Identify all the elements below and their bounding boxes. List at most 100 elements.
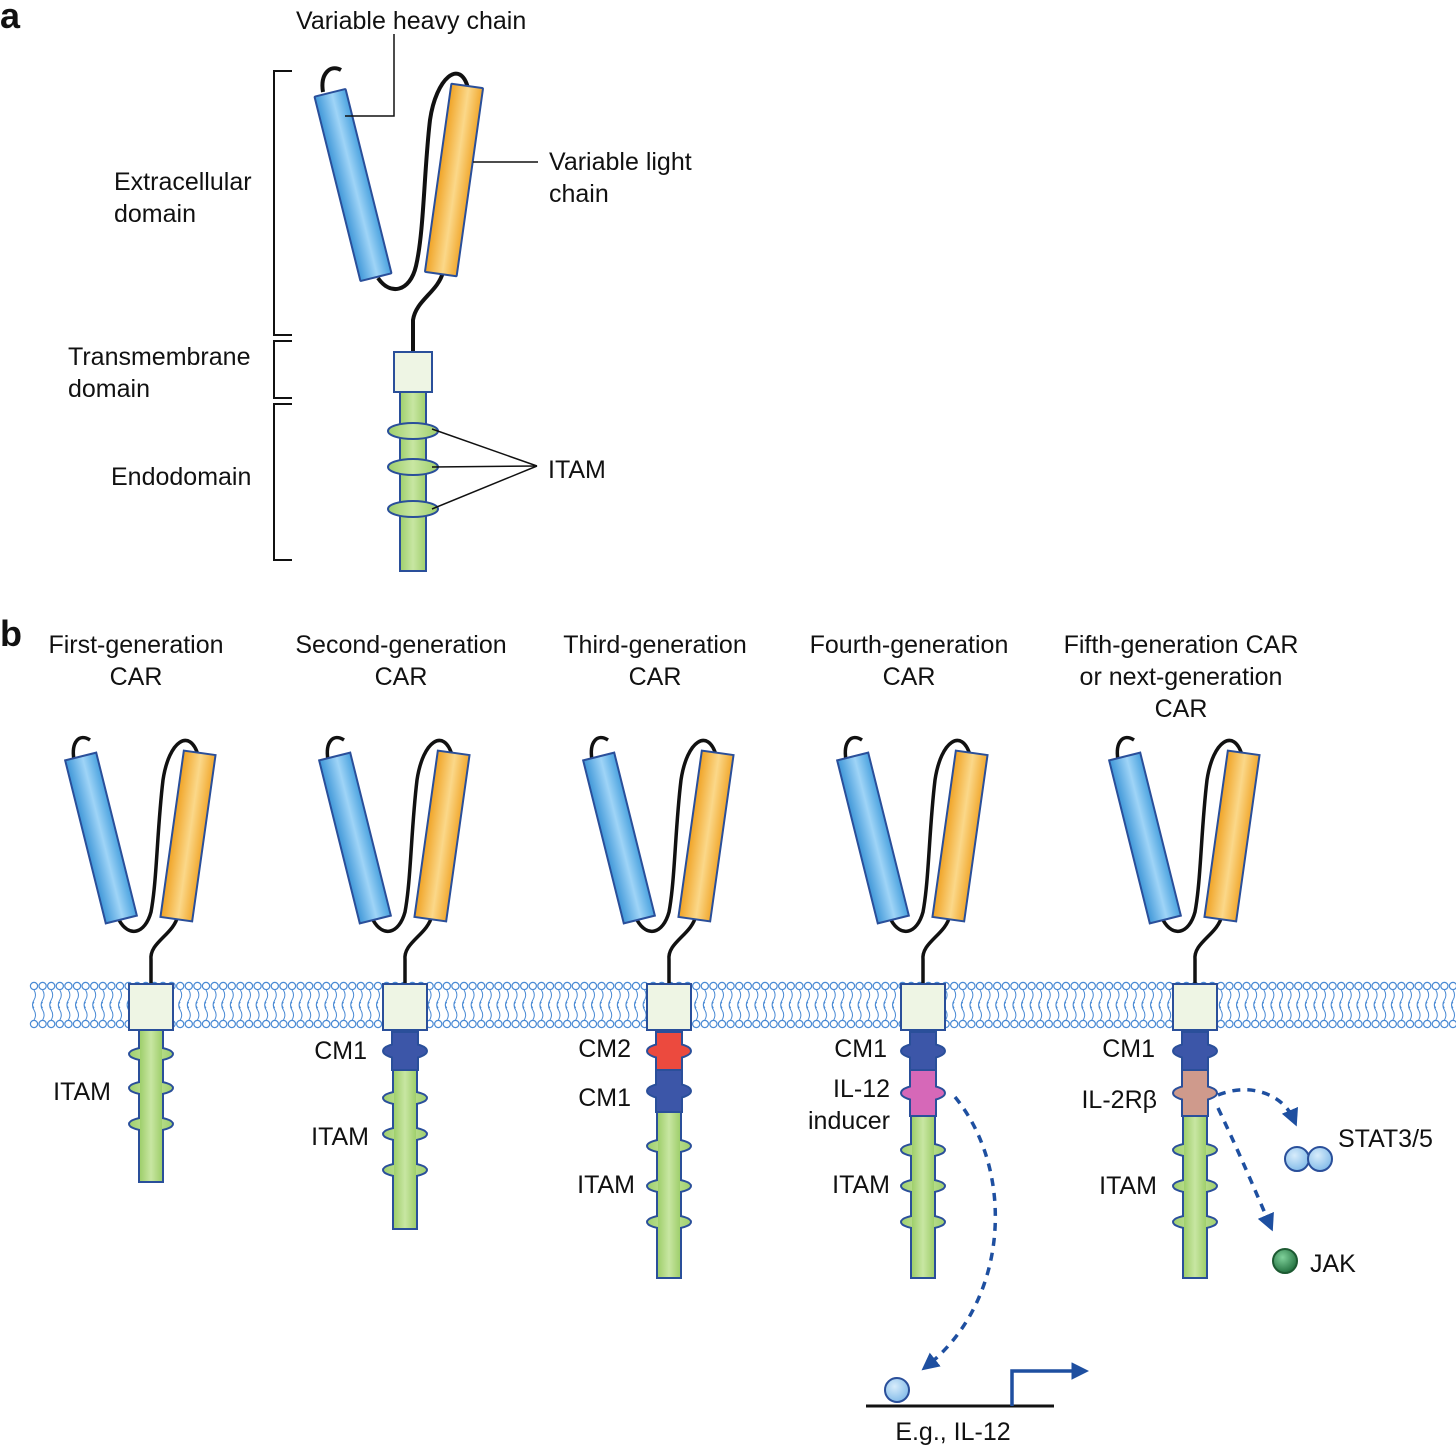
jak-label: JAK <box>1310 1250 1356 1278</box>
lipid-head <box>511 981 520 991</box>
lipid-head <box>1388 981 1398 991</box>
lipid-head <box>554 1019 563 1029</box>
lipid-head <box>1147 981 1157 991</box>
variable-heavy-chain-domain <box>1107 751 1183 925</box>
lipid-head <box>468 1019 477 1029</box>
lipid-head <box>554 981 563 991</box>
lipid-head <box>1354 981 1363 991</box>
il12-product-label: E.g., IL-12 <box>895 1418 1010 1446</box>
lipid-head <box>1070 1019 1079 1029</box>
il12-molecule-icon <box>884 1377 910 1403</box>
lipid-head <box>700 1019 710 1029</box>
lipid-head <box>967 981 976 991</box>
lipid-head <box>459 981 469 991</box>
lipid-head <box>1104 1019 1114 1029</box>
lipid-head <box>1431 1019 1441 1029</box>
lipid-head <box>1164 981 1174 991</box>
lipid-head <box>889 1019 899 1029</box>
lipid-head <box>313 1019 322 1029</box>
variable-light-chain-label: chain <box>549 180 609 208</box>
lipid-head <box>1328 981 1337 991</box>
lipid-head <box>588 981 598 991</box>
lipid-head <box>984 1019 993 1029</box>
lipid-head <box>236 1019 245 1029</box>
lipid-head <box>451 1019 460 1029</box>
lipid-head <box>1388 1019 1398 1029</box>
fifth-generation-title: or next-generation <box>1080 663 1283 691</box>
lipid-head <box>537 1019 546 1029</box>
endodomain-stalk <box>399 391 427 572</box>
lipid-head <box>1130 1019 1140 1029</box>
lipid-head <box>373 1019 383 1029</box>
cm1-label: CM1 <box>578 1084 631 1112</box>
domain-labels: ITAM CM1 ITAM CM2 CM1 ITAM CM1 IL-12 ind… <box>53 1035 1157 1200</box>
lipid-head <box>210 981 219 991</box>
lipid-head <box>786 1019 796 1029</box>
lipid-head <box>528 1019 538 1029</box>
lipid-head <box>614 981 624 991</box>
lipid-head <box>778 1019 787 1029</box>
heavy-chain-tail <box>320 66 342 93</box>
car-construct-5 <box>1107 735 1261 1279</box>
car-construct-3 <box>581 735 735 1279</box>
jak-activation-arrow <box>1216 1107 1274 1232</box>
lipid-head <box>1070 981 1079 991</box>
lipid-head <box>958 1019 968 1029</box>
lipid-head <box>1354 1019 1363 1029</box>
fifth-generation-title: CAR <box>1155 695 1208 723</box>
lipid-head <box>253 981 262 991</box>
lipid-head <box>442 981 451 991</box>
lipid-head <box>38 1019 47 1029</box>
lipid-head <box>502 981 512 991</box>
lipid-head <box>175 1019 185 1029</box>
transmembrane-domain-label: Transmembrane <box>68 343 250 371</box>
cm1-domain-core <box>657 1071 681 1111</box>
generation-titles: First-generation CAR Second-generation C… <box>48 631 1298 723</box>
lipid-head <box>107 1019 116 1029</box>
lipid-head <box>468 981 477 991</box>
interchain-linker <box>635 738 718 933</box>
lipid-head <box>855 981 864 991</box>
lipid-head <box>795 1019 804 1029</box>
lipid-head <box>1061 1019 1071 1029</box>
itam-stalk-core <box>1184 1117 1206 1277</box>
lipid-head <box>1293 1019 1303 1029</box>
lipid-head <box>107 981 116 991</box>
lipid-head <box>993 1019 1002 1029</box>
lipid-head <box>1276 1019 1286 1029</box>
itam-stalk-core <box>140 1031 162 1181</box>
lipid-head <box>356 981 365 991</box>
lipid-head <box>236 981 245 991</box>
lipid-head <box>1362 1019 1372 1029</box>
lipid-head <box>855 1019 864 1029</box>
lipid-head <box>958 981 968 991</box>
lipid-head <box>752 1019 761 1029</box>
lipid-head <box>98 1019 108 1029</box>
lipid-head <box>1225 981 1234 991</box>
lipid-head <box>1268 981 1277 991</box>
lipid-head <box>700 981 710 991</box>
lipid-tails <box>32 989 1455 1021</box>
variable-light-chain-label: Variable light <box>549 148 692 176</box>
transmembrane-domain <box>128 983 174 1031</box>
lipid-head <box>571 981 581 991</box>
interchain-linker <box>371 738 454 933</box>
lipid-head <box>1216 981 1226 991</box>
lipid-head <box>1027 981 1036 991</box>
lipid-head <box>864 1019 873 1029</box>
lipid-head <box>1250 981 1260 991</box>
lipid-head <box>244 1019 254 1029</box>
lipid-head <box>1018 981 1028 991</box>
lipid-head <box>881 981 890 991</box>
lipid-head <box>545 1019 555 1029</box>
il12-inducer-label: inducer <box>808 1107 890 1135</box>
lipid-head <box>1010 981 1019 991</box>
variable-light-chain-domain <box>931 749 989 923</box>
cell-membrane <box>29 981 1456 1029</box>
heavy-chain-tail <box>325 735 345 761</box>
lipid-head <box>1147 1019 1157 1029</box>
lipid-head <box>502 1019 512 1029</box>
lipid-head <box>545 981 555 991</box>
second-generation-title: CAR <box>375 663 428 691</box>
panel-b: b First-generation CAR Second-generation… <box>0 613 1456 1446</box>
